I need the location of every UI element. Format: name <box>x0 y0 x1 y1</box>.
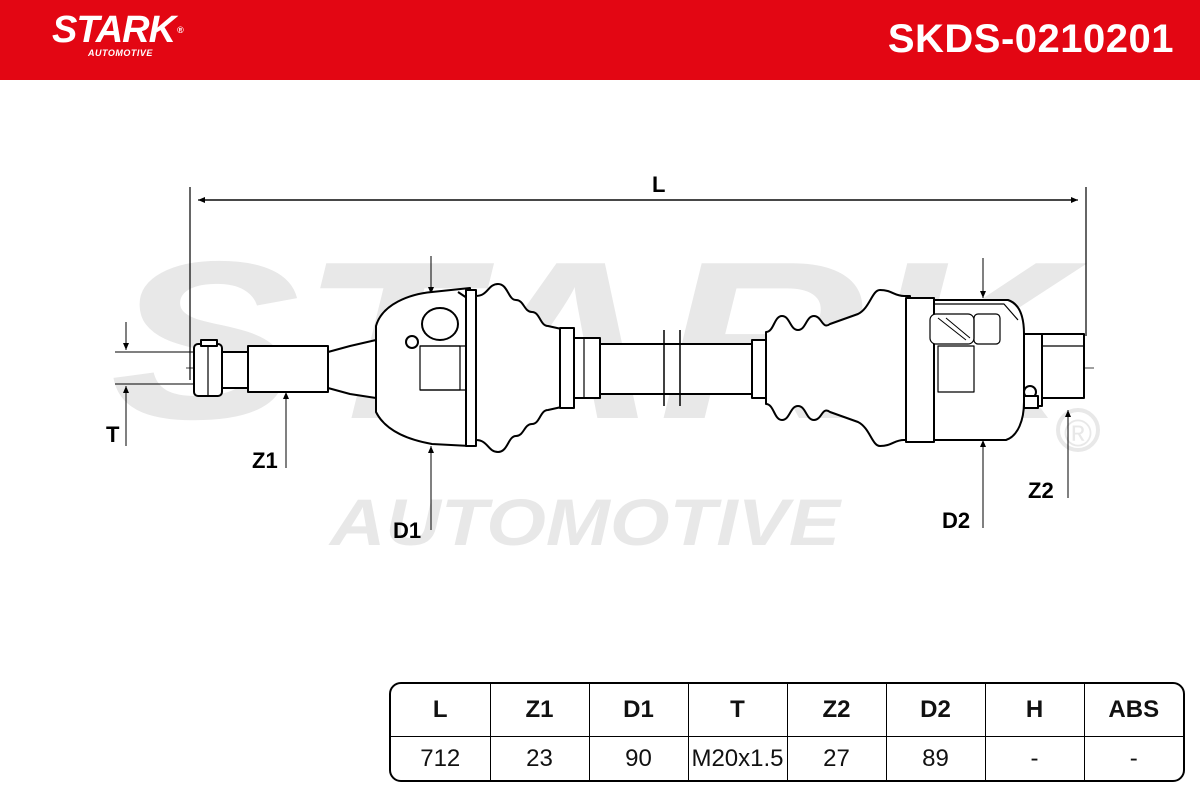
label-D1: D1 <box>393 518 421 543</box>
main-shaft <box>599 330 761 406</box>
header-D2: D2 <box>885 684 986 737</box>
header-Z2: Z2 <box>786 684 887 737</box>
left-boot <box>475 283 601 453</box>
value-Z1: 23 <box>489 736 590 780</box>
header-D1: D1 <box>588 684 689 737</box>
right-stub <box>1023 333 1085 409</box>
header-Z1: Z1 <box>489 684 590 737</box>
value-D2: 89 <box>885 736 986 780</box>
dimension-Z2: Z2 <box>1028 410 1071 503</box>
inner-joint <box>375 287 477 447</box>
header-L: L <box>391 684 491 737</box>
outer-joint <box>905 297 1025 443</box>
watermark-sub: AUTOMOTIVE <box>328 485 843 559</box>
value-L: 712 <box>391 736 491 780</box>
stark-logo: STARK® AUTOMOTIVE <box>52 8 184 58</box>
label-L: L <box>652 172 665 197</box>
value-T: M20x1.5 <box>687 736 788 780</box>
drive-shaft <box>186 283 1094 453</box>
left-stub <box>193 339 377 399</box>
label-Z2: Z2 <box>1028 478 1054 503</box>
part-number: SKDS-0210201 <box>887 17 1174 61</box>
header-H: H <box>984 684 1085 737</box>
dimension-L: L <box>189 172 1087 380</box>
label-T: T <box>106 422 120 447</box>
value-Z2: 27 <box>786 736 887 780</box>
dimension-Z1: Z1 <box>252 392 289 473</box>
header-ABS: ABS <box>1083 684 1183 737</box>
registered-mark: ® <box>177 25 184 35</box>
label-D2: D2 <box>942 508 970 533</box>
label-Z1: Z1 <box>252 448 278 473</box>
logo-text: STARK <box>52 9 176 51</box>
dimension-D1: D1 <box>393 256 434 543</box>
header-bar: STARK® AUTOMOTIVE SKDS-0210201 <box>0 0 1200 80</box>
dimension-D2: D2 <box>942 258 986 533</box>
drive-shaft-drawing: STARK AUTOMOTIVE ® L T Z1 D1 D2 Z <box>106 172 1100 559</box>
header-T: T <box>687 684 788 737</box>
logo-subtitle: AUTOMOTIVE <box>88 48 153 58</box>
specs-table: L Z1 D1 T Z2 D2 H ABS 712 23 90 M20x1.5 … <box>389 682 1185 782</box>
value-ABS: - <box>1083 736 1183 780</box>
specs-header-row: L Z1 D1 T Z2 D2 H ABS <box>391 684 1183 737</box>
value-H: - <box>984 736 1085 780</box>
value-D1: 90 <box>588 736 689 780</box>
dimension-T: T <box>106 322 196 447</box>
watermark-registered-circle <box>1056 408 1100 452</box>
watermark-registered: ® <box>1064 413 1092 455</box>
specs-value-row: 712 23 90 M20x1.5 27 89 - - <box>391 736 1183 780</box>
